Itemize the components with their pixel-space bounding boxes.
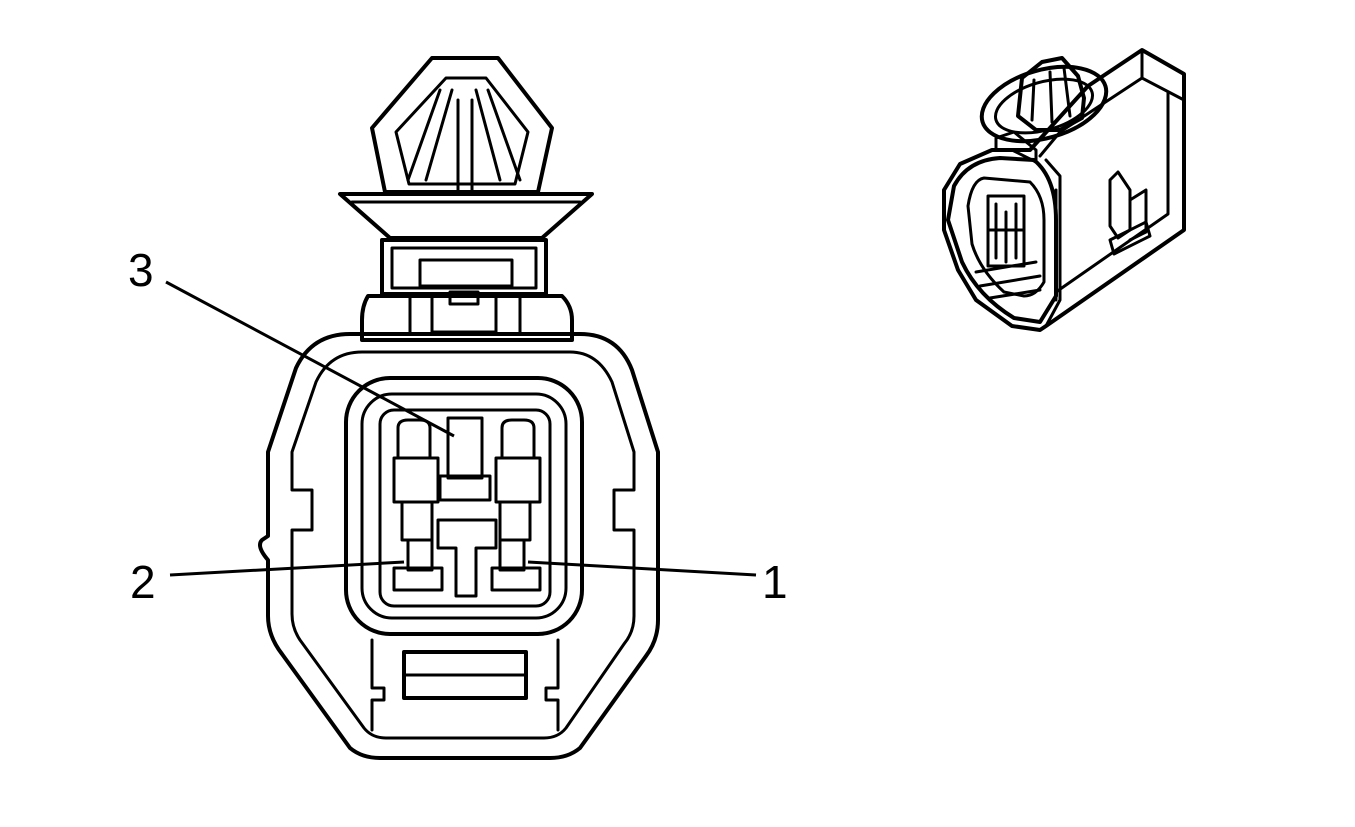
retainer-clip [370, 56, 554, 194]
leader-lines [165, 280, 757, 577]
connector-face-view [258, 56, 660, 760]
pin-label-2: 2 [130, 556, 156, 608]
pin-label-3: 3 [128, 244, 154, 296]
clip-neck [380, 238, 548, 296]
clip-flange [338, 192, 594, 240]
terminal-1 [490, 418, 542, 592]
leader-line-3 [165, 280, 455, 438]
center-key [436, 518, 498, 598]
terminal-2 [392, 418, 444, 592]
connector-housing [258, 332, 660, 760]
terminal-3 [438, 416, 492, 502]
bottom-window [370, 638, 560, 732]
connector-iso-view [942, 48, 1186, 332]
leader-line-2 [169, 560, 405, 577]
terminal-cavity [344, 376, 584, 636]
leader-line-1 [527, 560, 757, 577]
pin-label-1: 1 [762, 556, 788, 608]
